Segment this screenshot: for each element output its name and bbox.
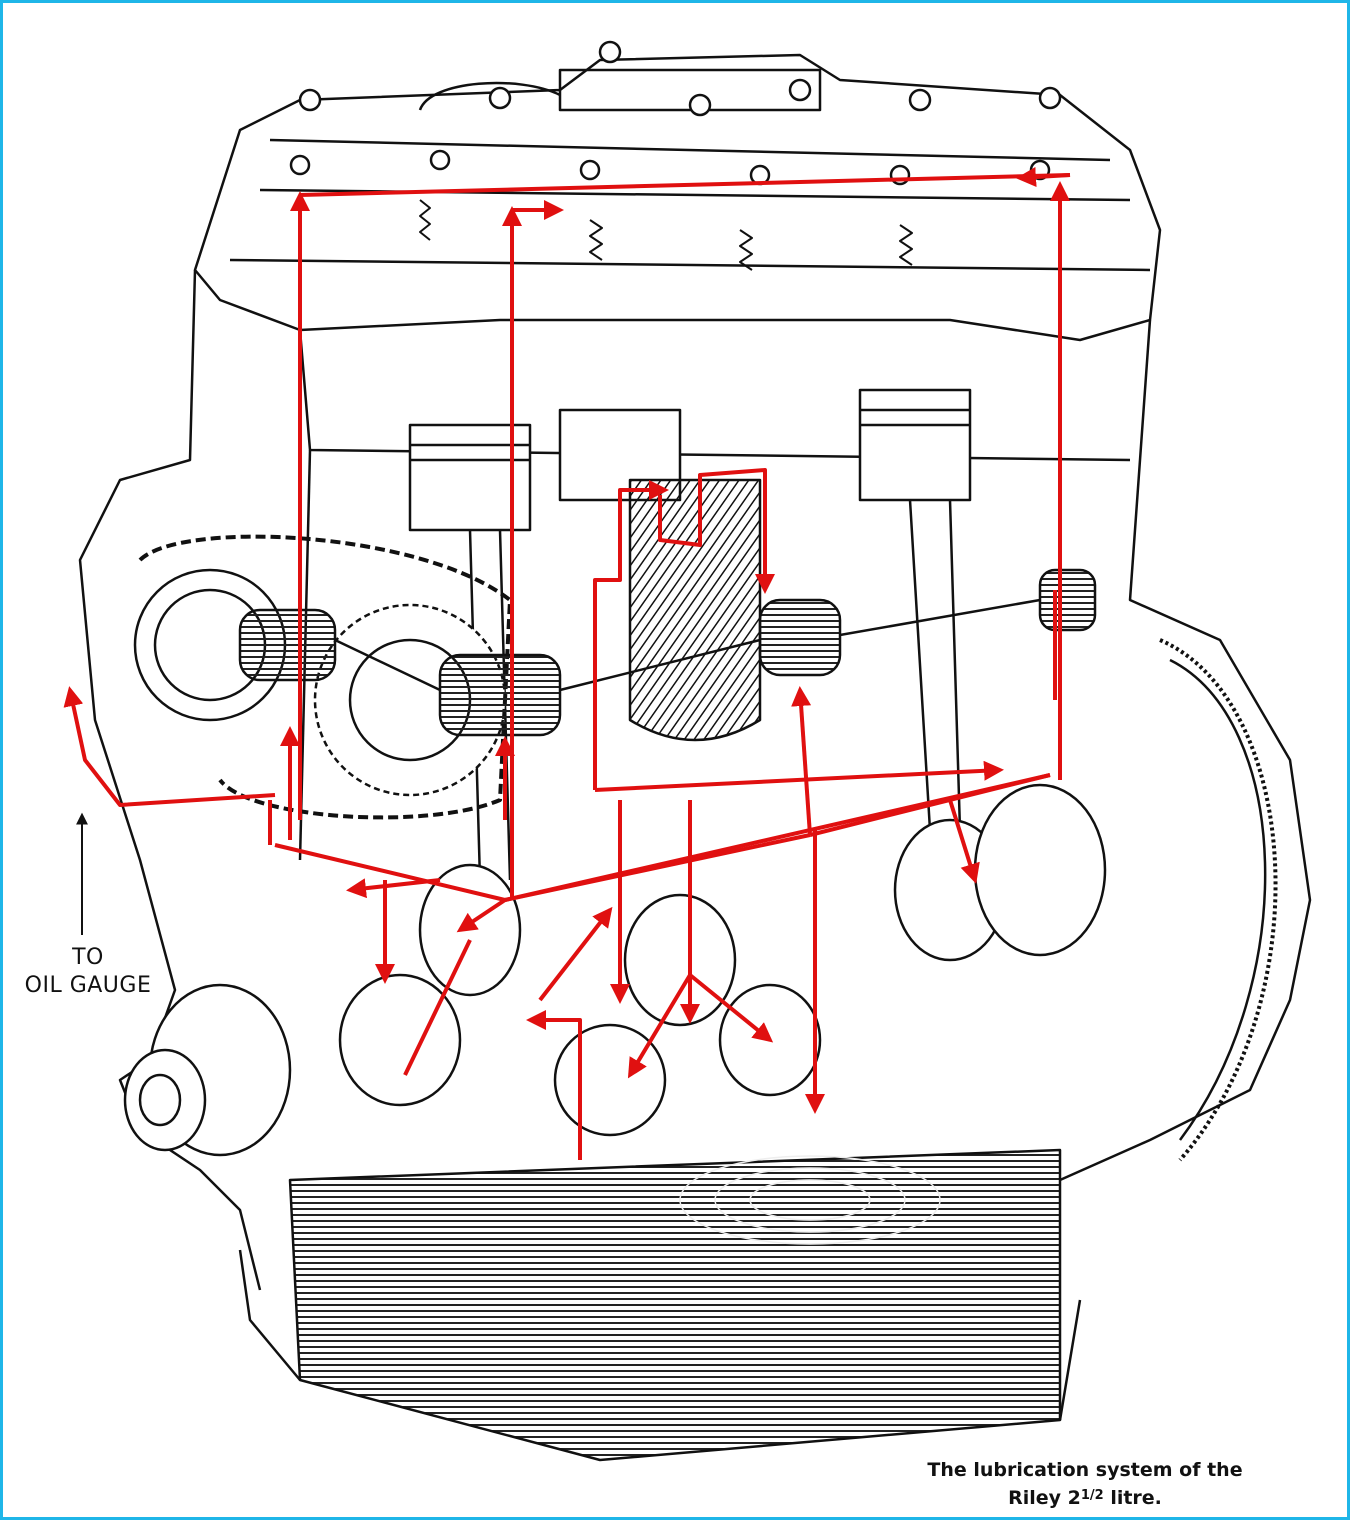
label-oil-gauge: OIL GAUGE (24, 973, 152, 998)
caption-line-1: The lubrication system of the (927, 1459, 1243, 1481)
engine-block (76, 40, 1312, 1462)
label-to: TO (72, 945, 104, 970)
caption-line-2: Riley 21/2 litre. (880, 1483, 1290, 1511)
caption-litre: litre. (1103, 1487, 1162, 1509)
figure-caption: The lubrication system of the Riley 21/2… (880, 1458, 1290, 1511)
caption-fraction: 1/2 (1080, 1488, 1104, 1503)
caption-riley: Riley 2 (1008, 1487, 1081, 1509)
oil-flow-paths (63, 167, 1071, 1160)
oil-gauge-label: TO OIL GAUGE (18, 944, 158, 1000)
